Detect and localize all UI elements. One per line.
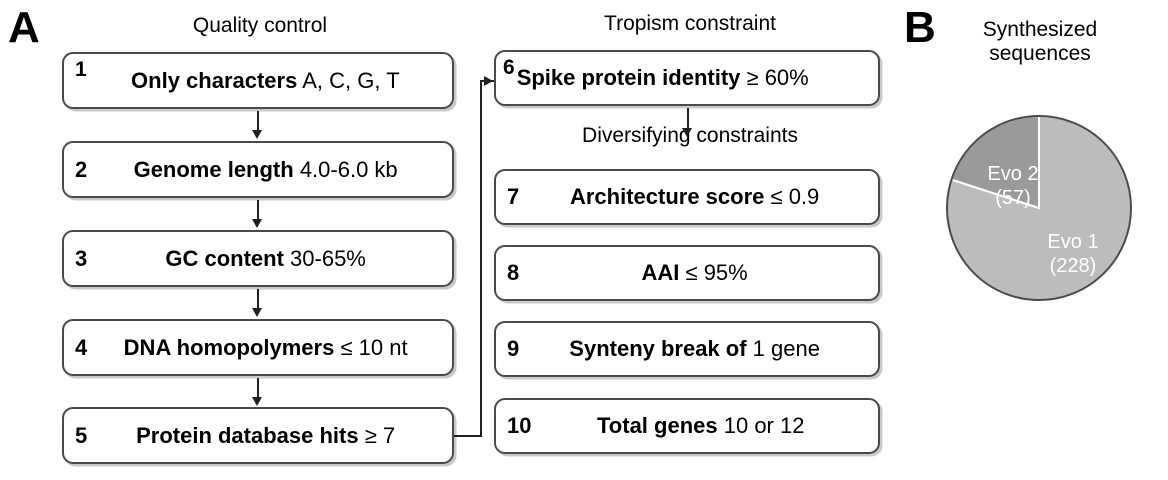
criterion-number: 7 — [507, 184, 520, 209]
criterion-text: Synteny break of 1 gene — [519, 337, 878, 360]
flow-arrow-head — [252, 219, 262, 228]
criterion-text-rest: ≤ 95% — [679, 260, 748, 286]
flow-arrow-6-to-diversifying — [687, 108, 689, 130]
criterion-box-8[interactable]: 8 AAI ≤ 95% — [494, 245, 880, 301]
criterion-text: Only characters A, C, G, T — [87, 69, 452, 92]
pie-label-evo-1-name: Evo 1 — [1047, 231, 1098, 253]
column-header-tropism-constraint: Tropism constraint — [604, 12, 776, 35]
criterion-number: 2 — [75, 156, 88, 182]
pie-chart: Evo 2 (57) Evo 1 (228) — [945, 114, 1133, 302]
criterion-text-bold: Architecture score — [569, 184, 765, 210]
criterion-number: 8 — [507, 260, 520, 285]
flow-arrow-head — [252, 130, 262, 139]
criterion-text-bold: DNA homopolymers — [123, 334, 335, 360]
pie-outline — [946, 115, 1132, 301]
pie-label-evo-1-value: (228) — [1050, 255, 1097, 277]
criterion-box-1[interactable]: 1 Only characters A, C, G, T — [62, 52, 454, 109]
criterion-number: 3 — [75, 245, 88, 271]
criterion-text-rest: ≤ 10 nt — [334, 334, 408, 360]
criterion-box-3[interactable]: 3 GC content 30-65% — [62, 230, 454, 287]
criterion-text: Total genes 10 or 12 — [531, 414, 878, 437]
criterion-text: GC content 30-65% — [87, 247, 452, 270]
pie-label-evo-2-value: (57) — [995, 187, 1031, 209]
pie-chart-title-line-1: Synthesized — [982, 18, 1098, 41]
criterion-text-bold: Synteny break of — [569, 336, 747, 362]
criterion-text: Spike protein identity ≥ 60% — [515, 66, 878, 89]
flow-arrow-head — [252, 308, 262, 317]
pie-chart-title-line-2: sequences — [989, 41, 1091, 65]
criterion-text-rest: A, C, G, T — [297, 67, 400, 93]
criterion-box-5[interactable]: 5 Protein database hits ≥ 7 — [62, 407, 454, 464]
criterion-text: Architecture score ≤ 0.9 — [519, 185, 878, 208]
connector-vertical-riser — [480, 80, 482, 437]
criterion-text-bold: Total genes — [597, 413, 718, 439]
criterion-box-10[interactable]: 10 Total genes 10 or 12 — [494, 398, 880, 454]
criterion-box-9[interactable]: 9 Synteny break of 1 gene — [494, 321, 880, 377]
flow-arrow-3-to-4 — [257, 289, 259, 310]
criterion-text-rest: ≥ 60% — [740, 65, 809, 91]
criterion-text: Protein database hits ≥ 7 — [87, 424, 452, 447]
connector-horizontal-from-box-5 — [454, 435, 482, 437]
column-header-quality-control: Quality control — [192, 14, 328, 37]
criterion-text-bold: AAI — [641, 260, 680, 286]
criterion-text-rest: 10 or 12 — [717, 413, 805, 439]
criterion-text-bold: GC content — [165, 245, 284, 271]
criterion-number: 4 — [75, 334, 88, 360]
criterion-text-rest: 4.0-6.0 kb — [293, 156, 398, 182]
criterion-text: DNA homopolymers ≤ 10 nt — [87, 336, 452, 359]
criterion-text-rest: ≤ 0.9 — [764, 184, 820, 210]
criterion-text-bold: Only characters — [131, 67, 298, 93]
criterion-text-bold: Protein database hits — [136, 422, 359, 448]
criterion-text-rest: 1 gene — [746, 336, 820, 362]
flow-arrow-head — [252, 397, 262, 406]
flow-arrow-2-to-3 — [257, 200, 259, 221]
criterion-text-rest: 30-65% — [283, 245, 366, 271]
flow-arrow-head — [682, 128, 692, 137]
criterion-text: AAI ≤ 95% — [519, 261, 878, 284]
criterion-number: 10 — [507, 413, 532, 438]
criterion-text-bold: Spike protein identity — [516, 65, 741, 91]
flow-arrow-4-to-5 — [257, 378, 259, 399]
criterion-box-2[interactable]: 2 Genome length 4.0-6.0 kb — [62, 141, 454, 198]
flow-arrow-head — [484, 76, 493, 86]
pie-label-evo-2-name: Evo 2 — [987, 163, 1038, 185]
pie-chart-title: Synthesized sequences — [955, 18, 1125, 65]
criterion-box-6[interactable]: 6 Spike protein identity ≥ 60% — [494, 50, 880, 106]
criterion-number: 5 — [75, 422, 88, 448]
flow-arrow-1-to-2 — [257, 111, 259, 132]
criterion-box-7[interactable]: 7 Architecture score ≤ 0.9 — [494, 169, 880, 225]
criterion-number: 6 — [503, 56, 515, 79]
criterion-box-4[interactable]: 4 DNA homopolymers ≤ 10 nt — [62, 319, 454, 376]
criterion-number: 1 — [75, 58, 87, 81]
panel-b-label: B — [904, 3, 936, 52]
pie-chart-svg: Evo 2 (57) Evo 1 (228) — [946, 114, 1132, 301]
criterion-text-rest: ≥ 7 — [358, 422, 396, 448]
criterion-text: Genome length 4.0-6.0 kb — [87, 158, 452, 181]
criterion-text-bold: Genome length — [133, 156, 294, 182]
panel-a-label: A — [8, 3, 40, 52]
criterion-number: 9 — [507, 336, 520, 361]
